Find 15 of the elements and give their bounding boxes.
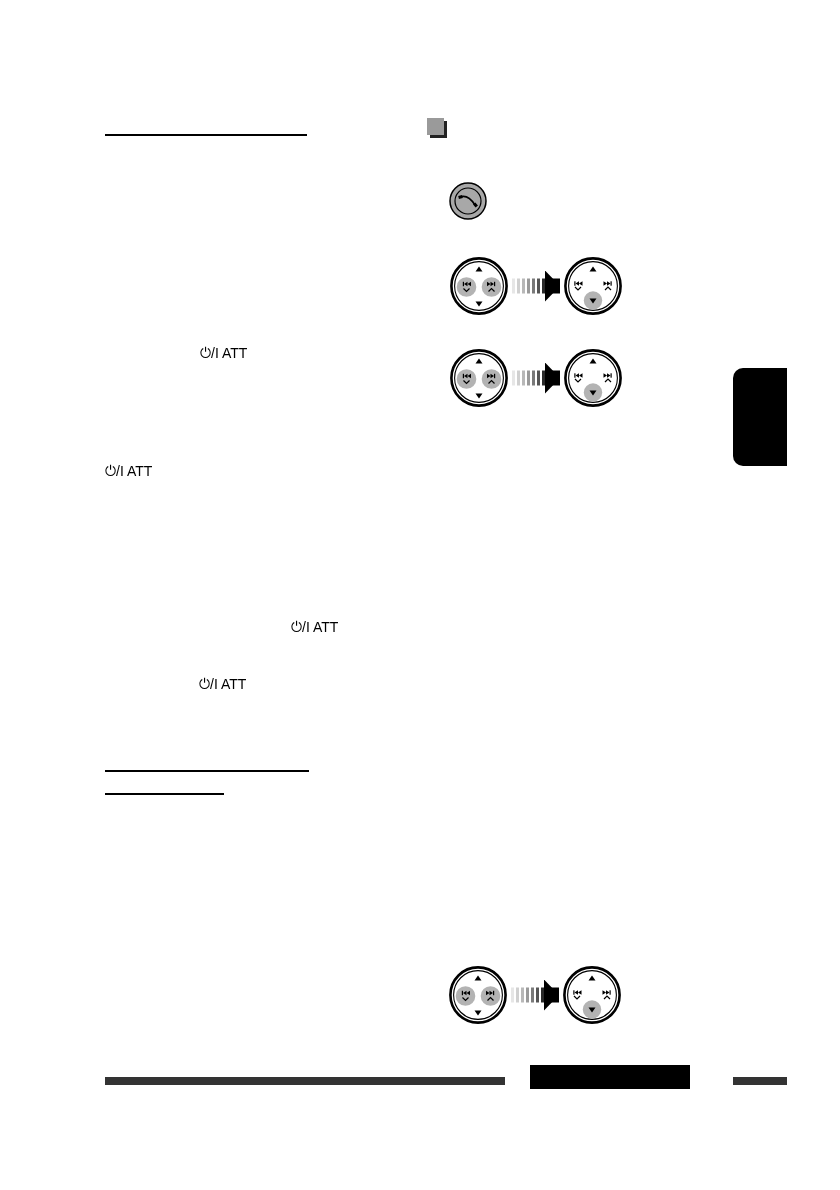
- key-name-label: ⏻/I ATT: [105, 463, 153, 479]
- control-pad-drawing: [450, 349, 508, 407]
- block-arrow: [512, 270, 560, 302]
- key-name-label: ⏻/I ATT: [200, 345, 248, 361]
- side-tab: [733, 368, 787, 466]
- key-name-label: ⏻/I ATT: [291, 619, 339, 635]
- control-pad-drawing: [564, 349, 622, 407]
- footer-tab: [530, 1065, 690, 1089]
- control-pad-drawing: [564, 257, 622, 315]
- control-pad-drawing: [450, 257, 508, 315]
- block-arrow: [511, 979, 559, 1011]
- control-pad-drawing: [563, 966, 621, 1024]
- control-pad-drawing: [449, 966, 507, 1024]
- block-arrow: [512, 362, 560, 394]
- key-name-label: ⏻/I ATT: [199, 676, 247, 692]
